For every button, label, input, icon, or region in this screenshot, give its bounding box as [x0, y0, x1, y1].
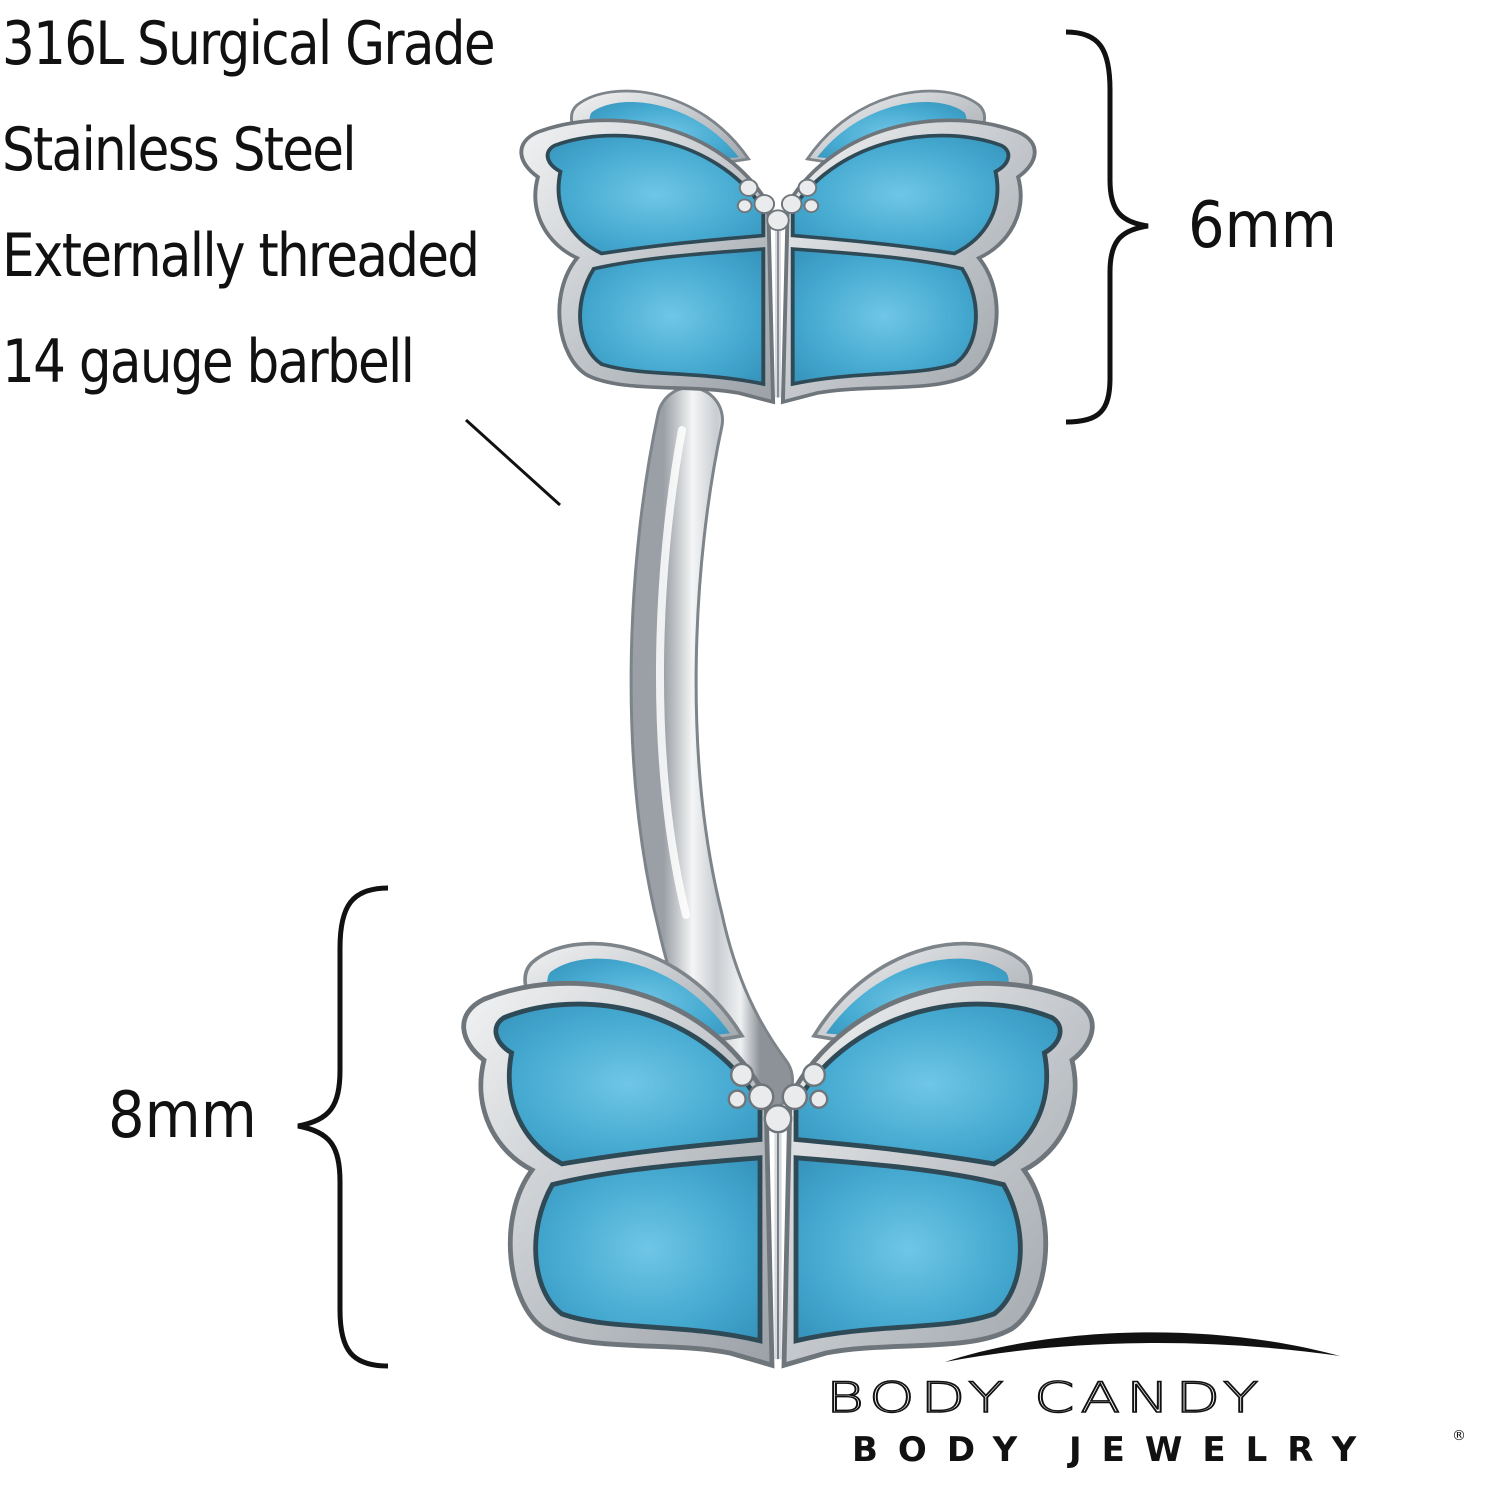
bottom-dimension-brace	[297, 885, 389, 1369]
brand-tagline: BODY JEWELRY	[852, 1430, 1377, 1470]
spec-line-gauge: 14 gauge barbell	[2, 327, 415, 397]
top-butterfly-charm	[521, 91, 1034, 402]
spec-line-material: 316L Surgical Grade	[2, 9, 496, 79]
registered-mark: ®	[1452, 1428, 1466, 1444]
bottom-butterfly-charm	[464, 944, 1093, 1366]
bottom-dimension-label: 8mm	[108, 1079, 257, 1153]
top-dimension-brace	[1065, 29, 1149, 425]
top-dimension-label: 6mm	[1188, 189, 1337, 263]
spec-line-steel: Stainless Steel	[2, 115, 357, 185]
spec-line-threading: Externally threaded	[2, 221, 480, 291]
brand-swoosh-icon	[945, 1332, 1340, 1362]
spec-pointer-line	[464, 418, 562, 507]
brand-name: BODY CANDY	[825, 1372, 1265, 1422]
